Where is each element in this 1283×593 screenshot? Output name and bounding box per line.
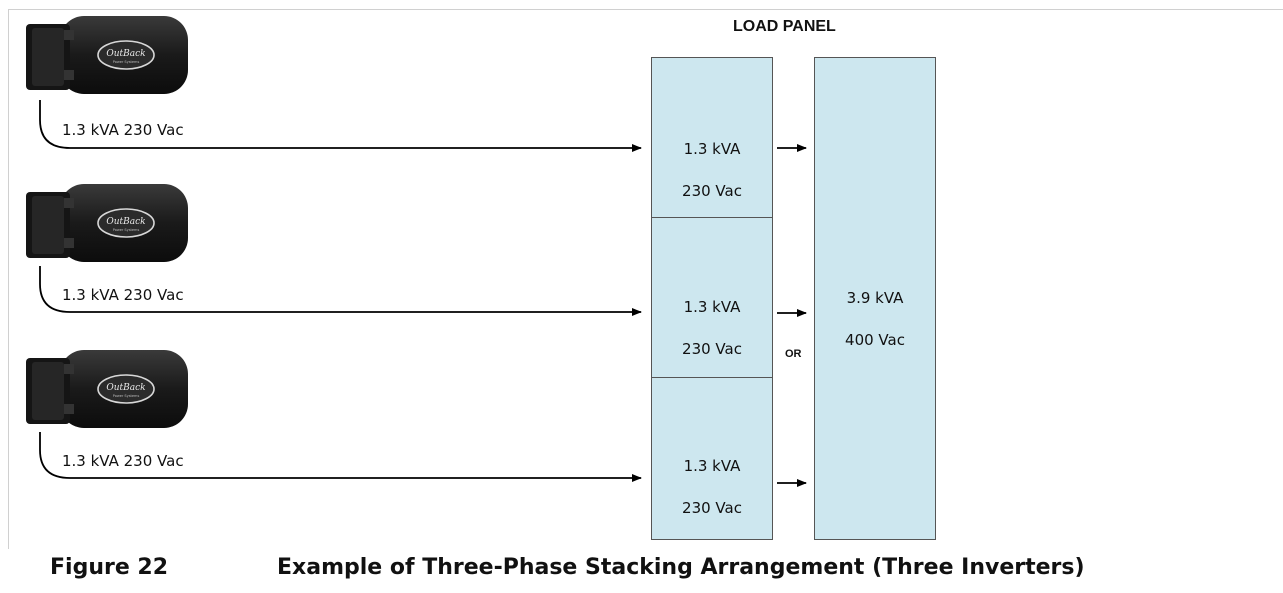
figure-number: Figure 22 [50,555,169,580]
combined-box: 3.9 kVA 400 Vac [814,57,936,540]
diagram-frame [8,9,1283,549]
inverter-3-label: 1.3 kVA 230 Vac [62,452,184,470]
svg-text:OutBack: OutBack [106,383,145,393]
phase-box-3-voltage: 230 Vac [682,499,742,517]
combined-box-kva: 3.9 kVA [846,289,904,307]
phase-box-2: 1.3 kVA 230 Vac [651,217,773,378]
phase-box-2-kva: 1.3 kVA [683,298,741,316]
phase-box-1-kva: 1.3 kVA [683,140,741,158]
inverter-1-label: 1.3 kVA 230 Vac [62,121,184,139]
inverter-2-label: 1.3 kVA 230 Vac [62,286,184,304]
combined-box-voltage: 400 Vac [845,331,905,349]
svg-text:Power Systems: Power Systems [113,394,140,398]
phase-box-3: 1.3 kVA 230 Vac [651,377,773,540]
svg-text:Power Systems: Power Systems [113,228,140,232]
inverter-3: OutBack Power Systems [24,346,194,432]
svg-text:Power Systems: Power Systems [113,60,140,64]
load-panel-title: LOAD PANEL [733,18,836,35]
phase-box-2-voltage: 230 Vac [682,340,742,358]
svg-text:OutBack: OutBack [106,49,145,59]
figure-title: Example of Three-Phase Stacking Arrangem… [277,555,1085,580]
inverter-icon: OutBack Power Systems [26,184,188,262]
inverter-1: OutBack Power Systems [24,12,194,98]
phase-box-3-kva: 1.3 kVA [683,457,741,475]
wire-inverter-2 [39,266,642,316]
svg-text:OutBack: OutBack [106,217,145,227]
inverter-icon: OutBack Power Systems [26,16,188,94]
inverter-icon: OutBack Power Systems [26,350,188,428]
or-label: OR [785,348,802,360]
inverter-2: OutBack Power Systems [24,180,194,266]
phase-box-1-voltage: 230 Vac [682,182,742,200]
wire-inverter-3 [39,432,642,482]
phase-box-1: 1.3 kVA 230 Vac [651,57,773,218]
wire-inverter-1 [39,100,642,152]
